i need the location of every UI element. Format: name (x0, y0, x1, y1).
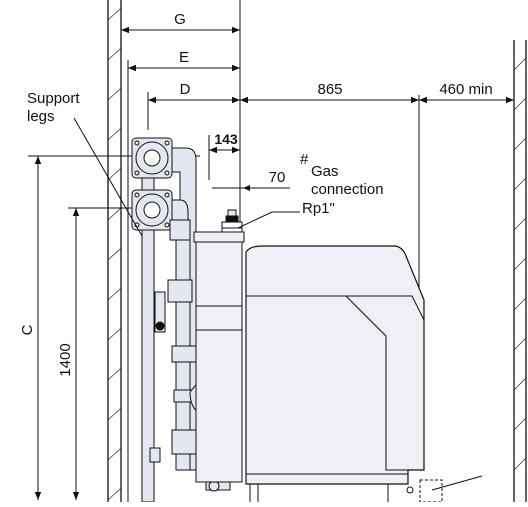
support-legs-leader (73, 117, 143, 237)
dim-g-label: G (174, 11, 186, 28)
dim-70-label: 70 (269, 169, 286, 186)
burner-housing (193, 231, 245, 483)
support-legs-label-line1: Support (27, 90, 80, 107)
dim-d-label: D (180, 81, 191, 98)
dim-1400-label: 1400 (57, 343, 74, 376)
dim-c-label: C (19, 324, 36, 335)
left-wall (107, 0, 122, 502)
gas-connection-leader (237, 211, 300, 229)
gas-label-line2: connection (311, 181, 384, 198)
dim-e-label: E (179, 49, 189, 66)
return-flange (131, 189, 173, 231)
gas-label-line1: Gas (311, 163, 339, 180)
right-wall (513, 40, 527, 502)
dim-clearance-label: 460 min (439, 81, 492, 98)
flow-flange (131, 137, 173, 179)
boiler-casing (245, 245, 425, 485)
support-legs-label-line2: legs (27, 108, 55, 125)
dim-865-label: 865 (317, 81, 342, 98)
gas-mark: # (300, 151, 309, 168)
gas-label-line3: Rp1" (302, 200, 335, 217)
dimension-lines (121, 26, 514, 191)
dim-143-label: 143 (214, 131, 238, 147)
